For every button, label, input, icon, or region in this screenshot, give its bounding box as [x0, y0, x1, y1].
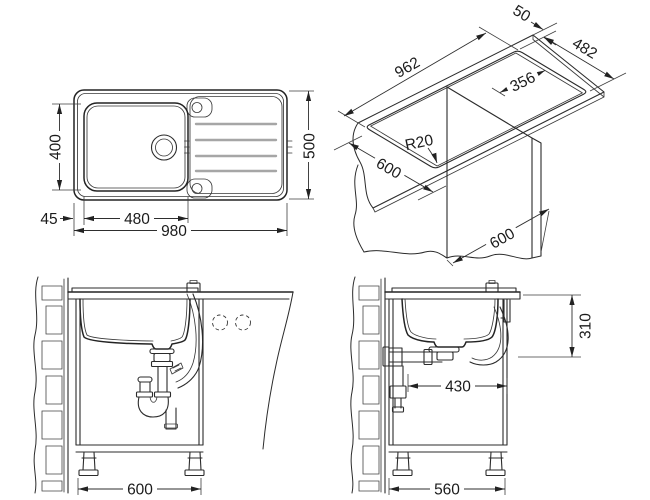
cabinet-side [388, 298, 508, 477]
hose-clip [169, 362, 184, 375]
dim-bowl-depth: 400 [47, 103, 81, 191]
dim-overall-width: 980 [74, 223, 287, 240]
dim-label-45: 45 [40, 211, 57, 228]
cabinet-front [75, 298, 205, 477]
dim-trap-height: 310 [518, 294, 595, 358]
dim-label-r20: R20 [404, 132, 436, 155]
dim-label-980: 980 [161, 223, 187, 240]
bowl-section-side [401, 298, 499, 348]
drain-hole-icon [150, 134, 178, 161]
overflow-marks [184, 140, 293, 154]
dim-cabinet-span: 600 [446, 208, 550, 267]
drainboard [186, 96, 283, 199]
dim-cabinet-width-front: 600 [77, 478, 202, 499]
dim-label-400: 400 [48, 134, 65, 160]
wall-masonry [33, 276, 69, 494]
tap-hole-tabs [186, 97, 213, 199]
dim-label-560: 560 [434, 482, 460, 499]
top-view: 500 400 45 480 980 [40, 89, 319, 240]
tap-hole-icon [191, 102, 203, 113]
sink-bowl [83, 102, 293, 192]
fastening-clamp [500, 299, 511, 323]
bowl-section-front [79, 298, 191, 350]
dim-overall-depth: 500 [289, 90, 319, 200]
cabinet-feet-side [392, 451, 506, 477]
wall-masonry-side [350, 276, 386, 494]
break-line [353, 164, 448, 259]
drain-plumbing-side [382, 346, 460, 413]
front-section-view: 600 [33, 276, 294, 499]
dim-label-430: 430 [445, 379, 471, 396]
dim-bowl-offset: 45 [40, 197, 288, 236]
countertop-front [67, 280, 294, 450]
drain-remote-fitting-side [485, 280, 499, 293]
side-section-view: 310 430 560 [350, 276, 595, 499]
break-line [262, 291, 294, 450]
dim-label-500: 500 [302, 133, 319, 159]
sink-rim-outline [73, 89, 288, 201]
dim-edge-gap: 50 [510, 2, 558, 46]
cutout-opening [366, 50, 587, 169]
overflow-hose-side [469, 306, 509, 366]
dim-overhang: 356 [491, 66, 546, 97]
siphon-trap-front [135, 348, 184, 430]
label-corner-radius: R20 [404, 132, 438, 164]
drainboard-grooves [194, 122, 278, 173]
tap-hole-icon [191, 183, 203, 194]
dim-label-962: 962 [392, 54, 423, 82]
dim-label-480: 480 [124, 211, 150, 228]
dim-label-482: 482 [569, 35, 600, 63]
dim-trap-offset: 430 [407, 374, 508, 396]
drain-remote-fitting [186, 280, 201, 293]
cabinet-feet [78, 451, 205, 477]
tap-hole-knockouts [212, 314, 251, 331]
countertop-slab [352, 34, 605, 213]
dim-label-600-front: 600 [127, 482, 153, 499]
isometric-view: 962 482 50 356 [333, 2, 627, 267]
dim-label-310: 310 [578, 313, 595, 339]
dim-cutout-length: 962 [337, 26, 519, 128]
dim-bowl-width: 480 [84, 211, 188, 228]
dim-cabinet-depth: 560 [388, 478, 506, 499]
dim-label-50: 50 [510, 2, 534, 26]
